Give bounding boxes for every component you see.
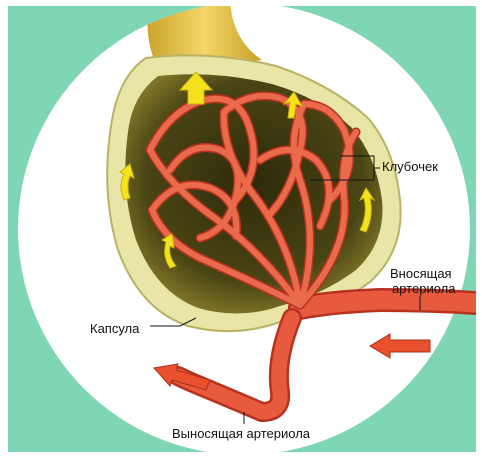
glomerulus-label: Клубочек	[382, 159, 438, 174]
efferent-arteriole-label: Выносящая артериола	[172, 426, 310, 441]
capsule-label: Капсула	[90, 321, 139, 336]
afferent-arteriole-label-line1: Вносящая	[390, 266, 452, 281]
diagram-canvas	[8, 6, 476, 452]
afferent-arteriole-label-line2: артериола	[392, 281, 455, 296]
